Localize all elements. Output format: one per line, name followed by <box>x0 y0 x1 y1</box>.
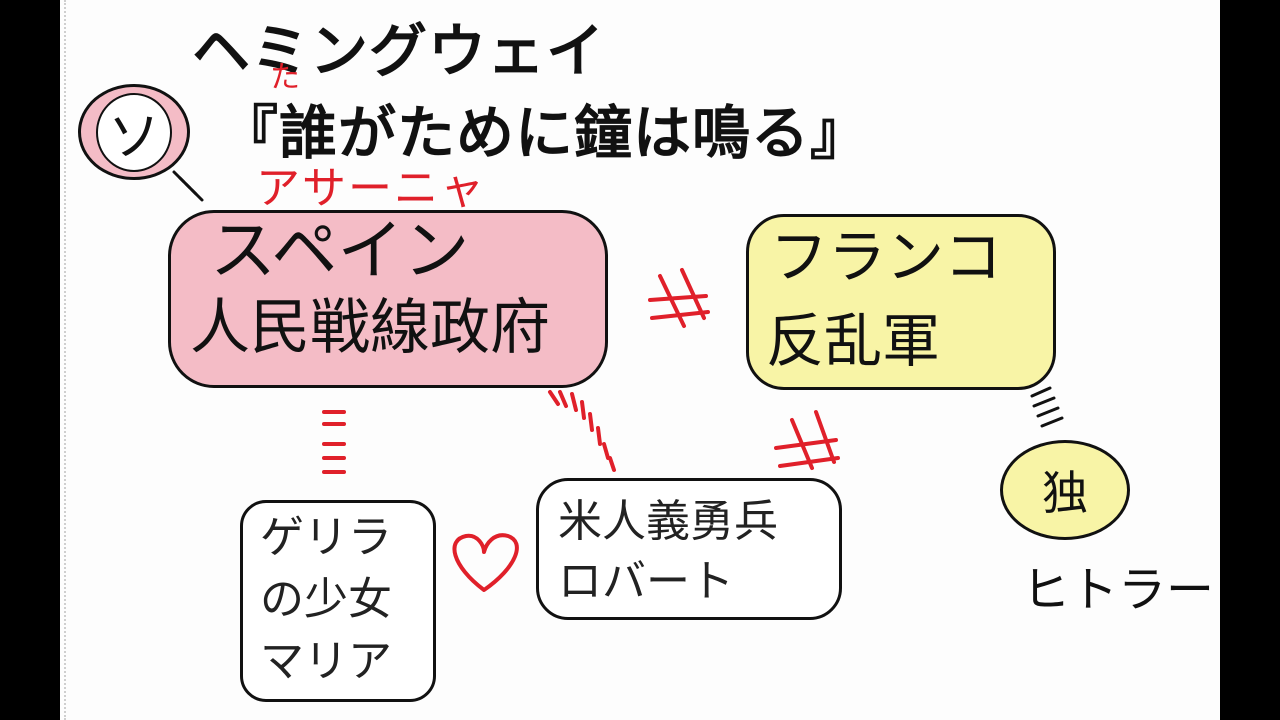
spain-maria-connector <box>322 410 346 474</box>
maria-line1: ゲリラ <box>260 512 392 563</box>
soviet-spain-connector <box>172 170 204 202</box>
popular-front-label: 人民戦線政府 <box>190 293 550 363</box>
heart-icon <box>452 533 519 592</box>
robert-line2: ロバート <box>558 556 734 607</box>
opposition-mark-franco-robert <box>774 410 840 470</box>
germany-circle: 独 <box>1000 440 1130 540</box>
opposition-mark-spain-franco <box>648 268 710 328</box>
spain-ruby-annotation: アサーニャ <box>256 163 486 214</box>
rebel-army-label: 反乱軍 <box>766 307 941 375</box>
soviet-label: ソ <box>95 92 172 172</box>
hitler-label: ヒトラー <box>1022 562 1215 618</box>
robert-box <box>536 478 842 620</box>
spain-government-box <box>168 210 608 388</box>
title-author: ヘミングウェイ <box>192 17 606 85</box>
spain-label: スペイン <box>210 212 470 289</box>
connector-layer <box>172 170 1064 592</box>
franco-germany-connector <box>1030 386 1064 428</box>
franco-rebels-box <box>746 214 1056 390</box>
margin-ruling <box>64 0 66 720</box>
maria-box <box>240 500 436 702</box>
spain-robert-connector <box>548 390 616 472</box>
germany-label: 独 <box>1042 466 1088 520</box>
maria-line3: マリア <box>260 636 392 687</box>
maria-line2: の少女 <box>260 574 392 625</box>
robert-line1: 米人義勇兵 <box>558 496 778 547</box>
soviet-circle: ソ <box>78 84 190 180</box>
title-ruby-annotation: た <box>270 60 300 95</box>
title-work: 『誰がために鐘は鳴る』 <box>220 99 870 167</box>
whiteboard-canvas: ヘミングウェイ た 『誰がために鐘は鳴る』 ソ アサーニャ スペイン 人民戦線政… <box>60 0 1220 720</box>
franco-label: フランコ <box>770 223 1003 291</box>
